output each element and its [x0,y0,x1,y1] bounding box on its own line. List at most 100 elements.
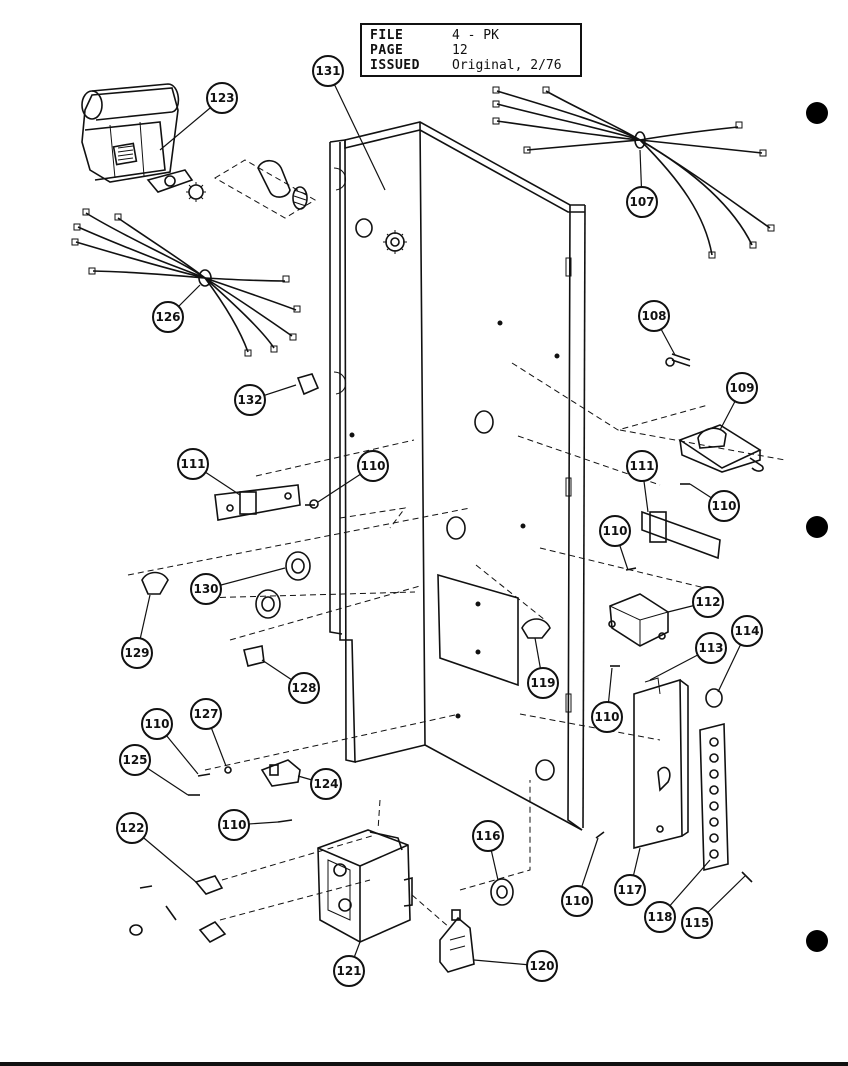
callout-circle [357,450,389,482]
callout-circle [599,515,631,547]
callout-label: 119 [530,676,555,690]
callout-circle [141,708,173,740]
callout-circle [614,874,646,906]
callout-circle [121,637,153,669]
callout-110: 110 [317,450,389,503]
callout-circle [312,55,344,87]
callout-110: 110 [218,809,279,841]
clip-part-128 [243,645,265,667]
callout-111: 111 [177,448,241,496]
callout-circle [527,667,559,699]
grommet-part-116 [490,878,514,906]
callout-label: 128 [291,681,316,695]
callout-132: 132 [234,384,297,416]
grommet-part-114 [705,688,723,708]
clip-part-119 [521,618,551,639]
file-label: FILE [370,28,404,43]
callout-109: 109 [719,372,758,431]
callout-circle [708,490,740,522]
clip-part-132 [296,373,320,396]
callout-label: 125 [122,753,147,767]
callout-label: 115 [684,916,709,930]
callout-label: 110 [221,818,246,832]
callout-label: 129 [124,646,149,660]
callout-label: 111 [180,457,205,471]
callout-113: 113 [649,632,727,681]
callout-115: 115 [681,875,746,939]
callout-circle [731,615,763,647]
callout-label: 121 [336,964,361,978]
callout-circle [681,907,713,939]
callout-label: 131 [315,64,340,78]
callout-119: 119 [527,637,559,699]
callout-label: 120 [529,959,554,973]
callout-131: 131 [312,55,386,191]
callout-label: 109 [729,381,754,395]
callout-124: 124 [297,768,342,800]
screw-part-108 [665,353,691,367]
relay-part-112 [608,593,669,647]
callout-circle [526,950,558,982]
callout-label: 107 [629,195,654,209]
callout-circle [234,384,266,416]
binder-hole-middle [806,516,828,538]
callout-circle [190,573,222,605]
callout-label: 124 [313,777,338,791]
callout-112: 112 [667,586,724,618]
file-value: 4 - PK [452,28,499,43]
clamp-part-129 [141,571,169,595]
callout-110: 110 [591,667,623,733]
callout-label: 123 [209,91,234,105]
motor-part-123 [81,83,316,219]
binder-hole-top [806,102,828,124]
file-info-box: FILE 4 - PK PAGE 12 ISSUED Original, 2/7… [360,23,582,77]
callout-label: 110 [144,717,169,731]
callout-label: 111 [629,459,654,473]
wire-harness-107 [492,86,775,259]
callout-111: 111 [626,450,658,513]
callout-107: 107 [626,149,658,218]
callout-circle [692,586,724,618]
callout-label: 116 [475,829,500,843]
callout-121: 121 [333,941,365,987]
callout-110: 110 [141,708,199,775]
page-value: 12 [452,43,468,58]
callout-circle [152,301,184,333]
callout-circle [638,300,670,332]
callout-label: 130 [193,582,218,596]
callout-label: 117 [617,883,642,897]
callout-circle [310,768,342,800]
callout-label: 110 [594,710,619,724]
callout-label: 118 [647,910,672,924]
callout-label: 113 [698,641,723,655]
callout-circle [333,955,365,987]
callout-circle [288,672,320,704]
callout-126: 126 [152,284,201,333]
callout-label: 110 [564,894,589,908]
callout-118: 118 [644,859,711,933]
callout-circle [644,901,676,933]
wire-harness-126 [71,208,301,357]
callout-label: 112 [695,595,720,609]
callout-123: 123 [159,82,238,151]
bracket-part-113 [633,677,689,850]
callout-circle [177,448,209,480]
callout-label: 110 [360,459,385,473]
callout-label: 110 [711,499,736,513]
callout-108: 108 [638,300,676,356]
callout-130: 130 [190,567,286,605]
callout-circle [626,186,658,218]
screw-part-115 [741,871,753,883]
callout-120: 120 [473,950,558,982]
callout-circle [190,698,222,730]
callout-110: 110 [561,837,599,917]
callout-circle [206,82,238,114]
washer-part-127 [224,766,232,774]
contactor-part-121 [317,829,413,943]
callout-leader-line [327,70,386,191]
callout-129: 129 [121,594,153,669]
callout-circle [218,809,250,841]
callout-label: 122 [119,821,144,835]
callout-label: 127 [193,707,218,721]
